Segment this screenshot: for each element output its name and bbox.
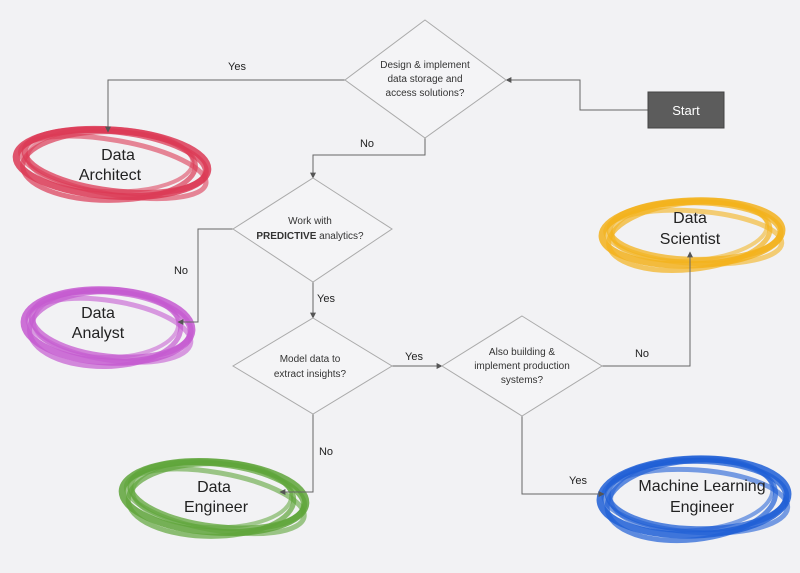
role-label-line2: Engineer: [184, 499, 249, 516]
start-box: [647, 91, 725, 129]
connectors: [105, 77, 693, 497]
decision-text-line1: Work with: [288, 216, 332, 227]
decision-text-line2: extract insights?: [274, 369, 347, 380]
decision-diamond: [441, 315, 603, 417]
edge-label-production-no: No: [635, 348, 649, 360]
edge-label-production-yes: Yes: [569, 475, 587, 487]
engineer-marker-circle: [118, 458, 310, 539]
decision-text-rest: analytics?: [316, 231, 364, 242]
decision-text-line1: Design & implement: [380, 60, 470, 71]
role-label-line1: Data: [673, 210, 707, 227]
decision-text-line3: systems?: [501, 375, 544, 386]
decision-model: Model data to extract insights?: [232, 317, 393, 415]
architect-marker-circle: [12, 125, 212, 203]
edge-storage-no: [310, 138, 426, 179]
marker-stroke: [25, 295, 194, 365]
role-data-engineer: Data Engineer: [118, 458, 310, 539]
role-label-line2: Scientist: [660, 231, 721, 248]
decision-production: Also building & implement production sys…: [441, 315, 603, 417]
marker-stroke: [609, 455, 775, 533]
role-data-scientist: Data Scientist: [598, 197, 786, 273]
decision-text-line2: PREDICTIVE analytics?: [256, 231, 364, 242]
role-label-line2: Architect: [79, 167, 142, 184]
start-node: Start: [647, 91, 725, 129]
scientist-marker-circle: [598, 197, 786, 273]
edge-label-storage-no: No: [360, 138, 374, 150]
decision-diamond: [232, 177, 393, 283]
edge-label-model-yes: Yes: [405, 351, 423, 363]
decision-text-line2: data storage and: [387, 74, 462, 85]
decision-text-bold: PREDICTIVE: [256, 231, 316, 242]
edge-label-model-no: No: [319, 446, 333, 458]
decision-text-line2: implement production: [474, 361, 570, 372]
marker-stroke: [603, 207, 785, 267]
role-ml-engineer: Machine Learning Engineer: [596, 455, 792, 544]
start-label: Start: [672, 103, 700, 118]
marker-stroke: [123, 466, 307, 537]
role-label-line1: Data: [81, 305, 115, 322]
decision-storage: Design & implement data storage and acce…: [344, 19, 507, 139]
edge-production-no: [602, 251, 693, 367]
edge-label-storage-yes: Yes: [228, 61, 246, 73]
marker-stroke: [18, 133, 209, 202]
role-label-line2: Analyst: [72, 325, 125, 342]
decision-text-line3: access solutions?: [386, 88, 465, 99]
decision-text-line1: Also building &: [489, 347, 555, 358]
decision-predictive: Work with PREDICTIVE analytics?: [232, 177, 393, 283]
decision-diamond: [344, 19, 507, 139]
edge-storage-yes: [105, 79, 345, 133]
edge-predictive-no: [177, 228, 233, 325]
edge-start-to-storage: [505, 77, 648, 111]
decision-diamond: [232, 317, 393, 415]
role-label-line1: Data: [101, 147, 135, 164]
marker-stroke: [610, 197, 770, 263]
edge-label-predictive-yes: Yes: [317, 293, 335, 305]
role-label-line2: Engineer: [670, 499, 735, 516]
edge-model-no: [279, 414, 314, 495]
role-label-line1: Data: [197, 479, 231, 496]
edge-label-predictive-no: No: [174, 265, 188, 277]
edge-production-yes: [521, 416, 605, 497]
role-data-architect: Data Architect: [12, 125, 212, 203]
marker-stroke: [131, 458, 294, 530]
marker-stroke: [25, 126, 195, 194]
decision-text-line1: Model data to: [280, 354, 341, 365]
role-label-line1: Machine Learning: [638, 478, 765, 495]
ml-marker-circle: [596, 455, 792, 544]
role-data-analyst: Data Analyst: [20, 286, 196, 370]
